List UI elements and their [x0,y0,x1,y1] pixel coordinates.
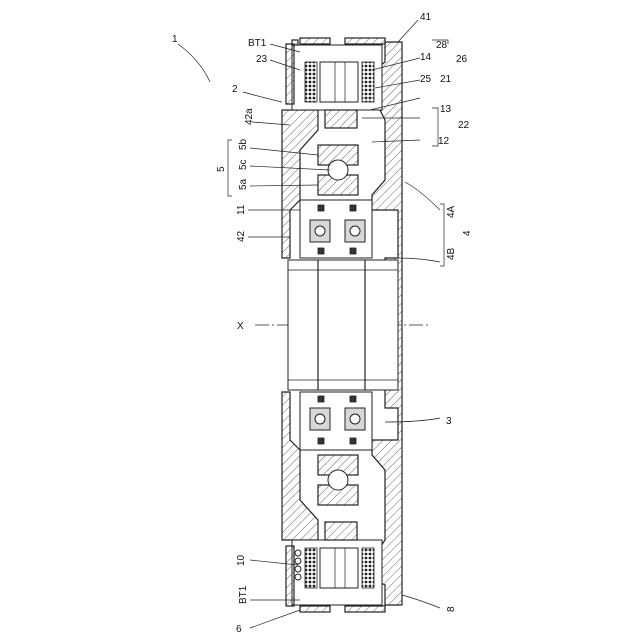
gear-unit-upper [300,200,372,258]
label-12: 12 [438,136,450,147]
label-11: 11 [236,204,247,215]
label-1: 1 [172,34,178,45]
label-8: 8 [446,606,457,612]
label-X: X [237,321,244,332]
label-41: 41 [420,12,432,23]
label-4: 4 [462,230,473,236]
label-5: 5 [216,166,227,172]
bearing-5-lower [318,455,358,505]
label-23: 23 [256,54,268,65]
label-22: 22 [458,120,470,131]
label-10: 10 [236,554,247,566]
label-28: 28 [436,40,448,51]
label-26: 26 [456,54,468,65]
label-13: 13 [440,104,452,115]
label-25: 25 [420,74,432,85]
label-14: 14 [420,52,432,63]
label-BT1-bot: BT1 [238,585,249,604]
label-4A: 4A [446,205,457,218]
shaft-4B [288,260,398,390]
label-21: 21 [440,74,452,85]
label-4B: 4B [446,247,457,260]
label-42: 42 [236,230,247,242]
label-5b: 5b [238,138,249,150]
label-42a: 42a [244,108,255,125]
label-BT1-top: BT1 [248,38,267,49]
label-2: 2 [232,84,238,95]
label-5c: 5c [238,159,249,170]
gear-unit-lower [300,392,372,450]
label-3: 3 [446,416,452,427]
label-6: 6 [236,624,242,635]
label-5a: 5a [238,178,249,190]
